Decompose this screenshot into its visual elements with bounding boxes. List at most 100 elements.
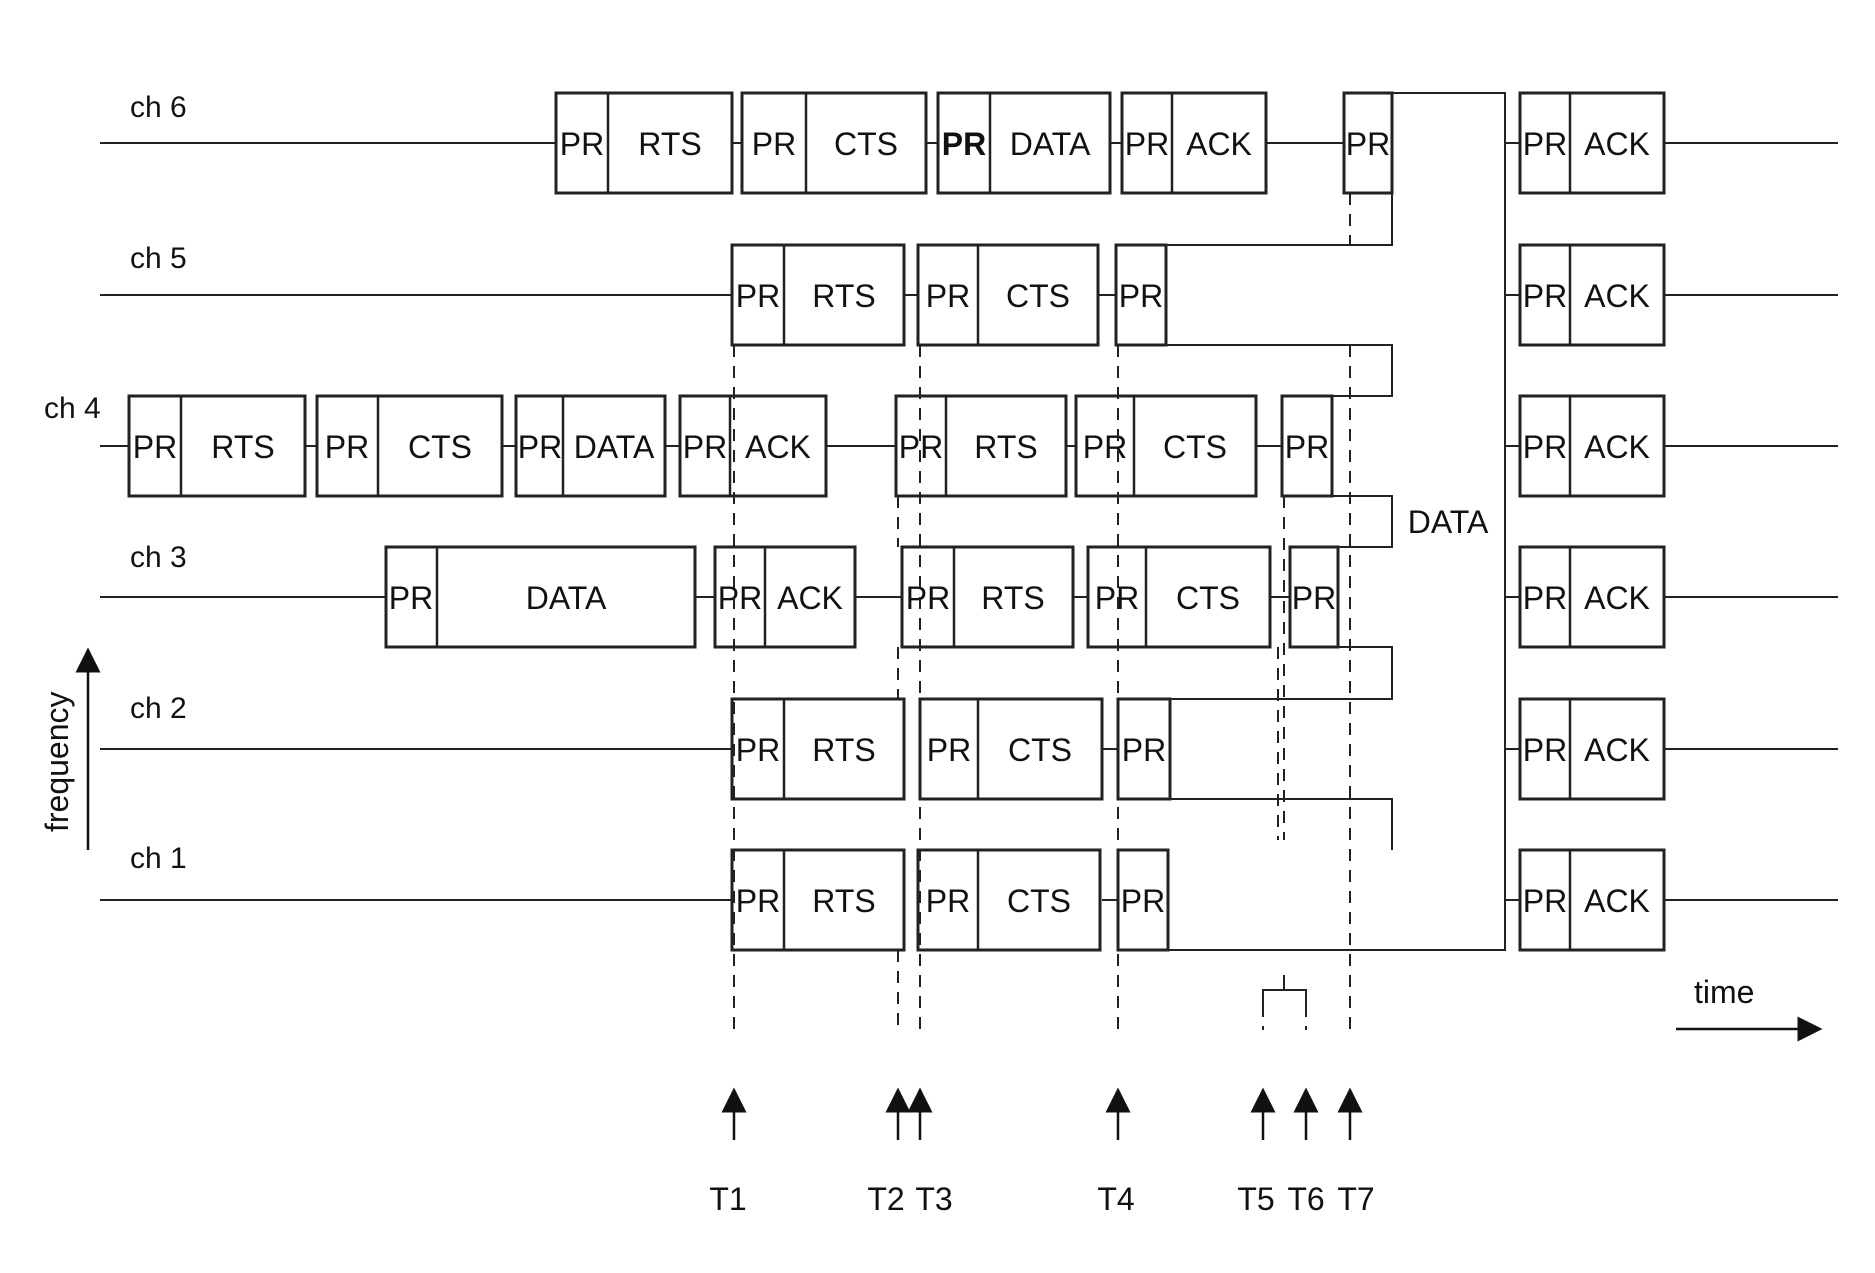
frame-pr-label: PR	[325, 429, 369, 465]
frame-pr-label: PR	[736, 883, 780, 919]
frame-pr-label: PR	[926, 883, 970, 919]
frame-rts-label: RTS	[812, 278, 875, 314]
ch4-pr-cts-frame: PR CTS	[317, 396, 502, 496]
frame-ack-label: ACK	[777, 580, 843, 616]
ch6-pr-ack-frame: PR ACK	[1122, 93, 1266, 193]
frame-data-label: DATA	[526, 580, 607, 616]
ch3-pr-frame: PR	[1290, 547, 1338, 647]
frame-cts-label: CTS	[1008, 732, 1072, 768]
t3-label: T3	[915, 1181, 952, 1217]
frame-pr-label: PR	[1292, 580, 1336, 616]
frame-rts-label: RTS	[812, 732, 875, 768]
frame-cts-label: CTS	[408, 429, 472, 465]
frame-pr-label: PR	[518, 429, 562, 465]
ack-column: PR ACK PR ACK PR ACK PR ACK PR ACK	[1520, 93, 1664, 950]
ch2-pr-rts-frame: PR RTS	[732, 699, 904, 799]
frame-pr-label: PR	[389, 580, 433, 616]
frame-pr-label: PR	[683, 429, 727, 465]
ch3-pr-ack-frame: PR ACK	[715, 547, 855, 647]
t4-label: T4	[1097, 1181, 1134, 1217]
frame-pr-label: PR	[927, 732, 971, 768]
frame-pr-label: PR	[1523, 883, 1567, 919]
channel-label-ch5: ch 5	[130, 242, 187, 275]
frame-pr-label: PR	[1523, 126, 1567, 162]
ch5-final-pr-ack-frame: PR ACK	[1520, 245, 1664, 345]
channel-label-ch4: ch 4	[44, 392, 101, 425]
frame-pr-label: PR	[1346, 126, 1390, 162]
frame-pr-label: PR	[560, 126, 604, 162]
ch6-pr-cts-frame: PR CTS	[742, 93, 926, 193]
ch4-pr-ack-frame: PR ACK	[680, 396, 826, 496]
frame-rts-label: RTS	[812, 883, 875, 919]
ch4-pr-data-frame: PR DATA	[516, 396, 665, 496]
aggregated-data-frame: DATA	[1166, 93, 1505, 950]
frame-pr-label: PR	[906, 580, 950, 616]
frame-pr-label: PR	[942, 126, 986, 162]
frame-pr-label: PR	[1121, 883, 1165, 919]
frame-rts-label: RTS	[974, 429, 1037, 465]
ch1-pr-frame: PR	[1118, 850, 1168, 950]
frame-data-label: DATA	[574, 429, 655, 465]
t7-label: T7	[1337, 1181, 1374, 1217]
ch2-final-pr-ack-frame: PR ACK	[1520, 699, 1664, 799]
frame-pr-label: PR	[736, 732, 780, 768]
ch4-pr-cts-frame-2: PR CTS	[1076, 396, 1256, 496]
ch2-pr-cts-frame: PR CTS	[920, 699, 1102, 799]
channel-label-ch3: ch 3	[130, 541, 187, 574]
frame-cts-label: CTS	[1006, 278, 1070, 314]
time-markers: T1 T2 T3 T4 T5 T6 T7	[709, 1100, 1374, 1217]
frame-ack-label: ACK	[1584, 732, 1650, 768]
frequency-label: frequency	[39, 691, 75, 832]
frame-pr-label: PR	[752, 126, 796, 162]
t1-label: T1	[709, 1181, 746, 1217]
frame-pr-label: PR	[1122, 732, 1166, 768]
frame-pr-label: PR	[1523, 429, 1567, 465]
frame-cts-label: CTS	[1176, 580, 1240, 616]
t2-label: T2	[867, 1181, 904, 1217]
ch6-final-pr-ack-frame: PR ACK	[1520, 93, 1664, 193]
ch6-pr-data-frame: PR DATA	[938, 93, 1110, 193]
frame-cts-label: CTS	[1163, 429, 1227, 465]
frame-ack-label: ACK	[1186, 126, 1252, 162]
frame-pr-label: PR	[1523, 278, 1567, 314]
frame-ack-label: ACK	[1584, 883, 1650, 919]
t6-label: T6	[1287, 1181, 1324, 1217]
t5-label: T5	[1237, 1181, 1274, 1217]
channel-label-ch1: ch 1	[130, 842, 187, 875]
frame-ack-label: ACK	[1584, 429, 1650, 465]
frame-ack-label: ACK	[1584, 580, 1650, 616]
ch5-pr-rts-frame: PR RTS	[732, 245, 904, 345]
frame-pr-label: PR	[1285, 429, 1329, 465]
ch1-pr-rts-frame: PR RTS	[732, 850, 904, 950]
frame-ack-label: ACK	[1584, 278, 1650, 314]
frame-rts-label: RTS	[638, 126, 701, 162]
ch6-pr-rts-frame: PR RTS	[556, 93, 732, 193]
frame-rts-label: RTS	[981, 580, 1044, 616]
frequency-axis: frequency	[39, 660, 88, 850]
ch5-pr-cts-frame: PR CTS	[918, 245, 1098, 345]
ch2-pr-frame: PR	[1118, 699, 1170, 799]
frame-ack-label: ACK	[1584, 126, 1650, 162]
frame-pr-label: PR	[133, 429, 177, 465]
frame-pr-label: PR	[718, 580, 762, 616]
time-axis: time	[1676, 974, 1810, 1029]
frame-pr-label: PR	[1523, 732, 1567, 768]
frame-pr-label: PR	[1523, 580, 1567, 616]
aggregated-data-label: DATA	[1408, 504, 1489, 540]
frame-cts-label: CTS	[834, 126, 898, 162]
channel-label-ch6: ch 6	[130, 91, 187, 124]
ch3-pr-cts-frame: PR CTS	[1088, 547, 1270, 647]
frame-data-label: DATA	[1010, 126, 1091, 162]
ch3-pr-rts-frame: PR RTS	[902, 547, 1073, 647]
frame-pr-label: PR	[1125, 126, 1169, 162]
frame-pr-label: PR	[1083, 429, 1127, 465]
frame-pr-label: PR	[926, 278, 970, 314]
ch3-final-pr-ack-frame: PR ACK	[1520, 547, 1664, 647]
frame-pr-label: PR	[736, 278, 780, 314]
frame-rts-label: RTS	[211, 429, 274, 465]
time-label: time	[1694, 974, 1754, 1010]
ch4-pr-rts-frame-2: PR RTS	[896, 396, 1066, 496]
frame-cts-label: CTS	[1007, 883, 1071, 919]
ch1-final-pr-ack-frame: PR ACK	[1520, 850, 1664, 950]
